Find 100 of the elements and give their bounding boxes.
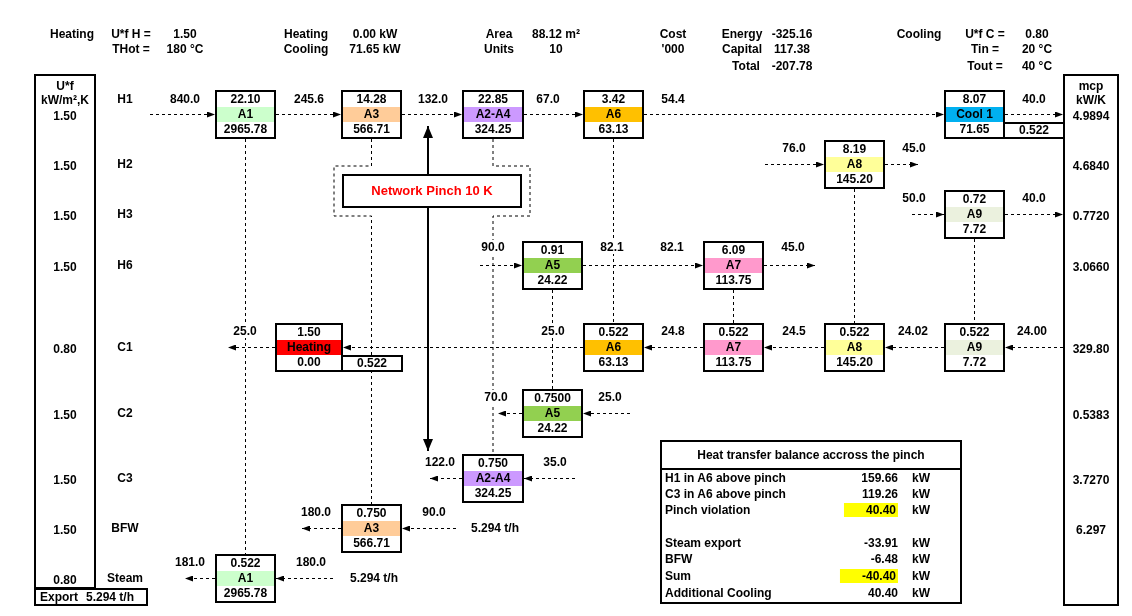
text-label: 82.1 [660,240,684,254]
exchanger-box [215,90,276,139]
duty-value: 0.522 [838,325,871,340]
stream-arrow [763,262,816,269]
edge-label: 25.0 [598,390,622,404]
text-label: U*f H = [111,27,151,41]
edge-label: 25.0 [541,324,565,338]
column-value: 1.50 [53,209,77,223]
stream-arrow [1004,111,1064,118]
stream-arrow [1004,211,1064,218]
table-value: 40.40 [843,503,898,517]
table-value: kW [912,503,930,517]
edge-label: 245.6 [294,92,324,106]
edge-label: 25.0 [233,324,257,338]
column-value: 0.5383 [1072,408,1110,422]
column-value: 1.50 [53,159,77,173]
stream-arrow [184,575,216,582]
stream-arrow [301,525,342,532]
stream-arrow [643,111,945,118]
area-value: 566.71 [352,536,391,551]
edge-label: 45.0 [781,240,805,254]
area-value: 145.20 [835,172,874,187]
connector-line [733,289,734,324]
exchanger-box [583,323,644,372]
text-label: C1 [117,340,133,354]
text-label: 20 °C [1021,42,1053,56]
stream-arrow [429,475,463,482]
exchanger-box [944,323,1005,372]
column-value: 4.9894 [1072,109,1110,123]
connector-line [854,188,855,324]
total-panel [34,588,148,606]
area-value: 71.65 [958,122,991,137]
edge-label: 90.0 [422,505,446,519]
area-value: 2965.78 [222,586,269,601]
connector-line [552,289,553,390]
table-panel [660,440,962,604]
value-cell: 0.522 [1003,122,1065,139]
exchanger-label: Cool 1 [946,107,1003,122]
column-value: 0.80 [53,342,77,356]
note-box: Network Pinch 10 K [342,174,522,208]
edge-label: 45.0 [902,141,926,155]
duty-value: 1.50 [296,325,322,340]
stream-arrow [523,475,576,482]
row-heading: BFW [665,552,693,566]
text-label: Cooling [283,42,329,56]
exchanger-label: A3 [343,521,400,536]
edge-label: 35.0 [543,455,567,469]
edge-label: 40.0 [1022,92,1046,106]
connector-line [333,138,372,505]
total-value: 5.294 t/h [86,590,135,604]
area-value: 63.13 [597,355,630,370]
edge-label: 24.5 [782,324,806,338]
table-value: kW [912,536,930,550]
exchanger-box [341,504,402,553]
table-value: kW [912,487,930,501]
edge-label: 82.1 [600,240,624,254]
exchanger-box [275,323,343,372]
column-value: 1.50 [53,473,77,487]
row-heading: Sum [665,569,691,583]
row-heading: C3 in A6 above pinch [665,487,786,501]
text-label: U*f C = [965,27,1005,41]
column-value: 1.50 [53,523,77,537]
exchanger-box [215,554,276,603]
exchanger-label: A5 [524,258,581,273]
exchanger-box [522,389,583,438]
exchanger-box [583,90,644,139]
table-value: kW [912,586,930,600]
duty-value: 8.19 [841,142,868,157]
stream-arrow [401,525,457,532]
exchanger-box [703,241,764,290]
text-label: 5.294 t/h [350,571,398,585]
text-label: Cost [659,27,687,41]
exchanger-label: A8 [826,340,883,355]
text-label: '000 [661,42,685,56]
table-value: 40.40 [867,586,898,600]
duty-value: 0.750 [477,456,509,471]
exchanger-label: A3 [343,107,400,122]
column-heading: U*f kW/m²,K [40,79,90,107]
column-panel [1063,74,1119,606]
text-label: 40 °C [1021,59,1053,73]
area-value: 113.75 [714,273,753,288]
edge-label: 40.0 [1022,191,1046,205]
edge-label: 70.0 [484,390,508,404]
row-heading: Pinch violation [665,503,751,517]
table-title: Heat transfer balance accross the pinch [662,442,960,470]
column-value: 1.50 [53,408,77,422]
column-value: 1.50 [53,109,77,123]
text-label: -207.78 [771,59,813,73]
duty-value: 8.07 [961,92,988,107]
duty-value: 0.7500 [533,391,572,406]
text-label: Units [484,42,514,56]
text-label: C3 [117,471,133,485]
text-label: C2 [117,406,133,420]
exchanger-label: A6 [585,107,642,122]
area-value: 0.00 [296,355,322,370]
text-label: H1 [117,92,133,106]
duty-value: 0.522 [958,325,991,340]
text-label: Tin = [970,42,1000,56]
text-label: 0.00 kW [352,27,398,41]
total-heading: Export [40,590,78,604]
